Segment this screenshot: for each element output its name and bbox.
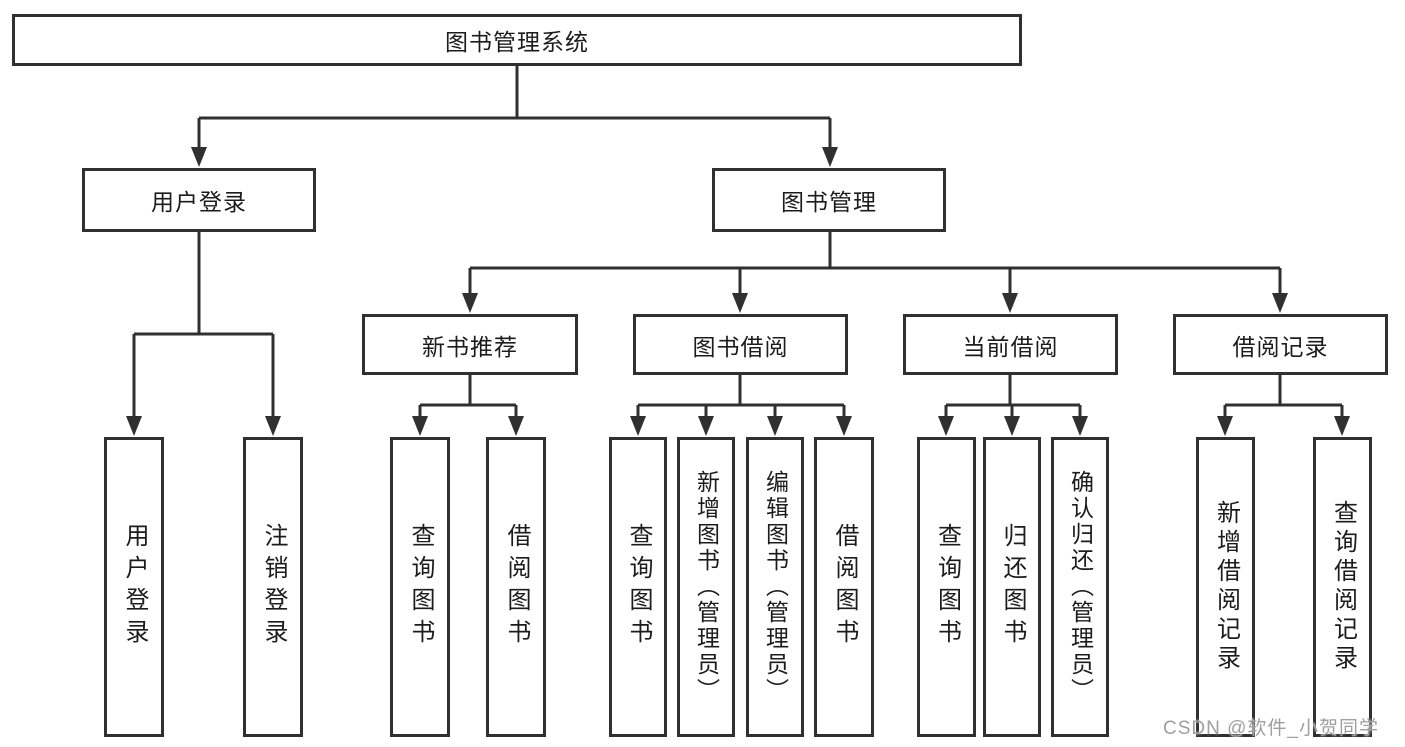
leaf-query-books-recommend: 查询图书 — [390, 437, 450, 737]
leaf-user-login: 用户登录 — [104, 437, 164, 737]
leaf-add-books-admin: 新增图书（管理员） — [677, 437, 735, 737]
leaf-query-books-current: 查询图书 — [917, 437, 976, 737]
node-user-login: 用户登录 — [82, 168, 316, 232]
arrowheads — [126, 147, 1350, 436]
node-new-book-recommendation: 新书推荐 — [362, 314, 578, 375]
leaf-return-books: 归还图书 — [983, 437, 1041, 737]
leaf-logout: 注销登录 — [243, 437, 303, 737]
leaf-query-books-borrowing: 查询图书 — [609, 437, 667, 737]
node-book-management-system: 图书管理系统 — [12, 14, 1022, 66]
leaf-query-borrow-record: 查询借阅记录 — [1313, 437, 1372, 737]
leaf-borrow-books-borrowing: 借阅图书 — [814, 437, 874, 737]
leaf-edit-books-admin: 编辑图书（管理员） — [746, 437, 804, 737]
node-book-management: 图书管理 — [712, 168, 946, 232]
csdn-watermark: CSDN @软件_小贺同学 — [1163, 718, 1379, 739]
node-current-borrowing: 当前借阅 — [903, 314, 1118, 375]
node-book-borrowing: 图书借阅 — [633, 314, 848, 375]
leaf-borrow-books-recommend: 借阅图书 — [486, 437, 546, 737]
node-borrowing-records: 借阅记录 — [1173, 314, 1388, 375]
leaf-add-borrow-record: 新增借阅记录 — [1196, 437, 1255, 737]
leaf-confirm-return-admin: 确认归还（管理员） — [1051, 437, 1109, 737]
